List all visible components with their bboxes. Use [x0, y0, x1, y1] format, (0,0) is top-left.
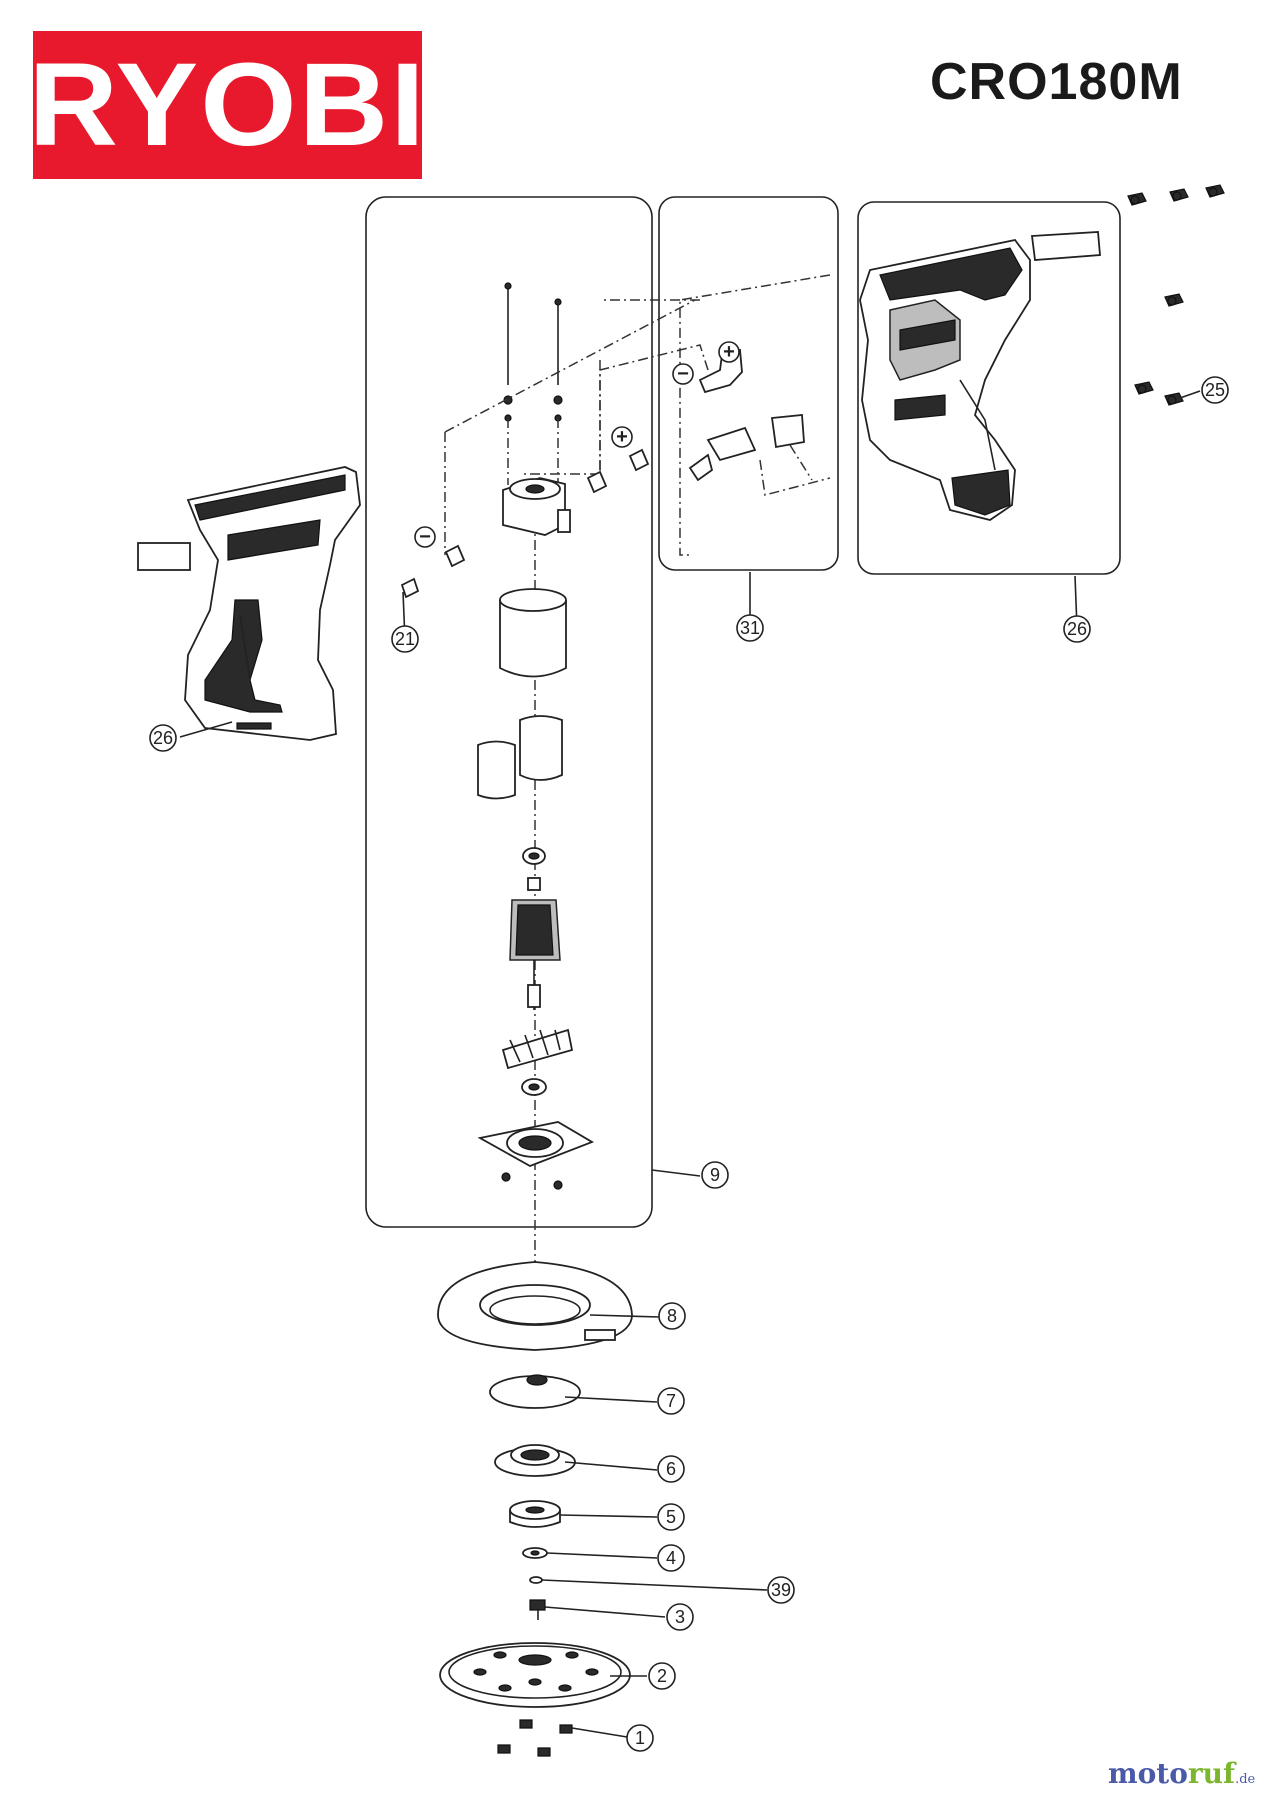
- svg-text:31: 31: [740, 618, 760, 638]
- leader-lines: [179, 390, 1201, 1738]
- svg-text:8: 8: [667, 1306, 677, 1326]
- housing-right-half: [859, 231, 1101, 521]
- model-number: CRO180M: [930, 53, 1183, 111]
- callout-8: 8: [658, 1302, 686, 1330]
- svg-text:3: 3: [675, 1607, 685, 1627]
- ryobi-logo: RYOBI: [28, 31, 425, 179]
- callout-5: 5: [657, 1503, 685, 1531]
- svg-text:1: 1: [635, 1728, 645, 1748]
- svg-text:5: 5: [666, 1507, 676, 1527]
- callout-31: 31: [736, 614, 764, 642]
- polarity-plus-1: +: [611, 426, 633, 448]
- svg-text:39: 39: [771, 1580, 791, 1600]
- callout-7: 7: [657, 1387, 685, 1415]
- switch-assembly: [599, 274, 831, 556]
- callout-26-left: 26: [149, 724, 177, 752]
- svg-text:9: 9: [710, 1165, 720, 1185]
- motor-assembly: [400, 282, 696, 1270]
- svg-text:6: 6: [666, 1459, 676, 1479]
- callout-3: 3: [666, 1603, 694, 1631]
- callout-1: 1: [626, 1724, 654, 1752]
- housing-screws: [1127, 184, 1225, 406]
- motoruf-watermark: motoruf.de: [1108, 1757, 1255, 1790]
- svg-text:26: 26: [1067, 619, 1087, 639]
- callout-4: 4: [657, 1544, 685, 1572]
- svg-text:+: +: [616, 426, 628, 448]
- callout-6: 6: [657, 1455, 685, 1483]
- svg-text:26: 26: [153, 728, 173, 748]
- callout-39: 39: [767, 1576, 795, 1604]
- logo-text: RYOBI: [28, 39, 427, 171]
- callout-26-right: 26: [1063, 615, 1091, 643]
- svg-text:21: 21: [395, 629, 415, 649]
- svg-text:4: 4: [666, 1548, 676, 1568]
- svg-text:−: −: [419, 526, 431, 548]
- base-parts-stack: [437, 1261, 633, 1757]
- housing-right-box: [857, 201, 1121, 575]
- svg-text:25: 25: [1205, 380, 1225, 400]
- polarity-plus-2: +: [718, 341, 740, 363]
- callout-25: 25: [1201, 376, 1229, 404]
- switch-assembly-box: [658, 196, 839, 571]
- callout-9: 9: [701, 1161, 729, 1189]
- motor-assembly-box: [365, 196, 653, 1228]
- watermark-part1: moto: [1108, 1757, 1188, 1790]
- callout-2: 2: [648, 1662, 676, 1690]
- housing-left-half: [137, 466, 361, 741]
- svg-text:7: 7: [666, 1391, 676, 1411]
- callout-21: 21: [391, 625, 419, 653]
- polarity-minus-1: −: [414, 526, 436, 548]
- svg-text:−: −: [677, 363, 689, 385]
- watermark-part3: .de: [1235, 1772, 1256, 1787]
- watermark-part2: ruf: [1187, 1757, 1236, 1790]
- svg-text:2: 2: [657, 1666, 667, 1686]
- polarity-minus-2: −: [672, 363, 694, 385]
- svg-text:+: +: [723, 341, 735, 363]
